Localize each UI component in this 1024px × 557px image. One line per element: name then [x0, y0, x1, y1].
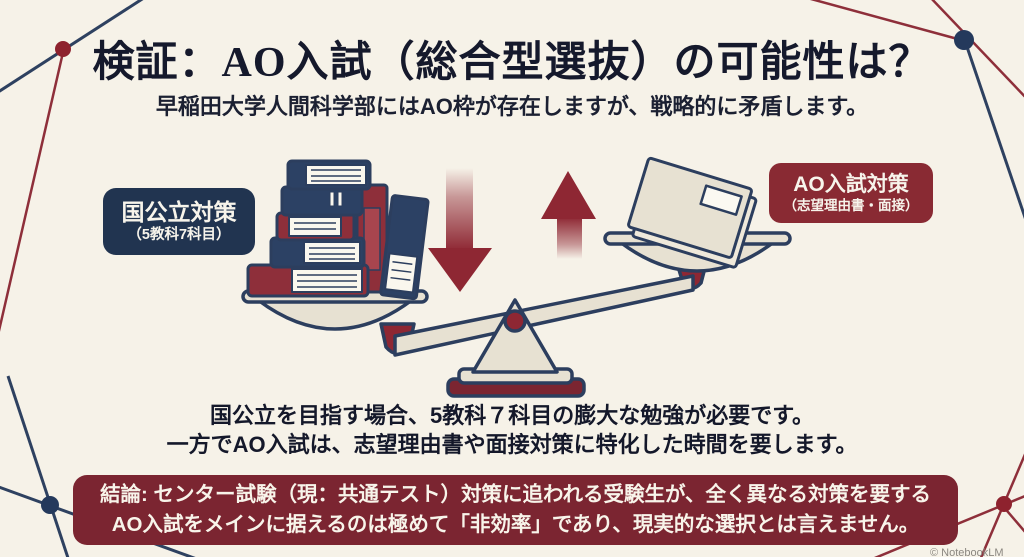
explanation-line-2: 一方でAO入試は、志望理由書や面接対策に特化した時間を要します。	[166, 432, 858, 458]
right-label-main: AO入試対策	[793, 173, 909, 197]
red-node-dot-bottom	[996, 496, 1012, 512]
book-bottom	[246, 263, 370, 298]
up-arrow-icon	[541, 171, 596, 259]
left-label-sub: （5教科7科目）	[127, 226, 231, 243]
conclusion-banner: 結論: センター試験（現：共通テスト）対策に追われる受験生が、全く異なる対策を要…	[73, 475, 958, 545]
left-label-main: 国公立対策	[121, 199, 237, 225]
conclusion-line-2: AO入試をメインに据えるのは極めて「非効率」であり、現実的な選択とは言えません。	[111, 513, 920, 536]
book-2	[269, 236, 366, 269]
book-stack-icon	[246, 159, 430, 301]
down-arrow-icon	[428, 168, 492, 292]
navy-node-dot	[954, 30, 974, 50]
vertical-book-navy	[379, 194, 430, 301]
pivot-post	[471, 298, 559, 374]
book-4	[280, 185, 364, 217]
red-node-dot	[55, 41, 71, 57]
explanation-text: 国公立を目指す場合、5教科７科目の膨大な勉強が必要です。 一方でAO入試は、志望…	[0, 401, 1024, 459]
conclusion-line-1: 結論: センター試験（現：共通テスト）対策に追われる受験生が、全く異なる対策を要…	[99, 483, 932, 507]
right-label-sub: （志望理由書・面接）	[783, 197, 919, 213]
left-label-box: 国公立対策 （5教科7科目）	[103, 188, 255, 255]
explanation-line-1: 国公立を目指す場合、5教科７科目の膨大な勉強が必要です。	[209, 403, 815, 428]
book-3	[275, 211, 356, 242]
page-subtitle: 早稲田大学人間科学部にはAO枠が存在しますが、戦略的に矛盾します。	[155, 94, 869, 119]
navy-node-dot-bottom	[41, 496, 59, 514]
right-label-box: AO入試対策 （志望理由書・面接）	[769, 163, 933, 223]
book-top	[286, 159, 372, 191]
page-title: 検証：AO入試（総合型選抜）の可能性は？	[92, 40, 932, 86]
pivot-pin	[503, 309, 527, 333]
beam	[393, 274, 695, 357]
watermark: © NotebookLM	[930, 547, 1004, 557]
notebook-icon	[627, 156, 758, 269]
